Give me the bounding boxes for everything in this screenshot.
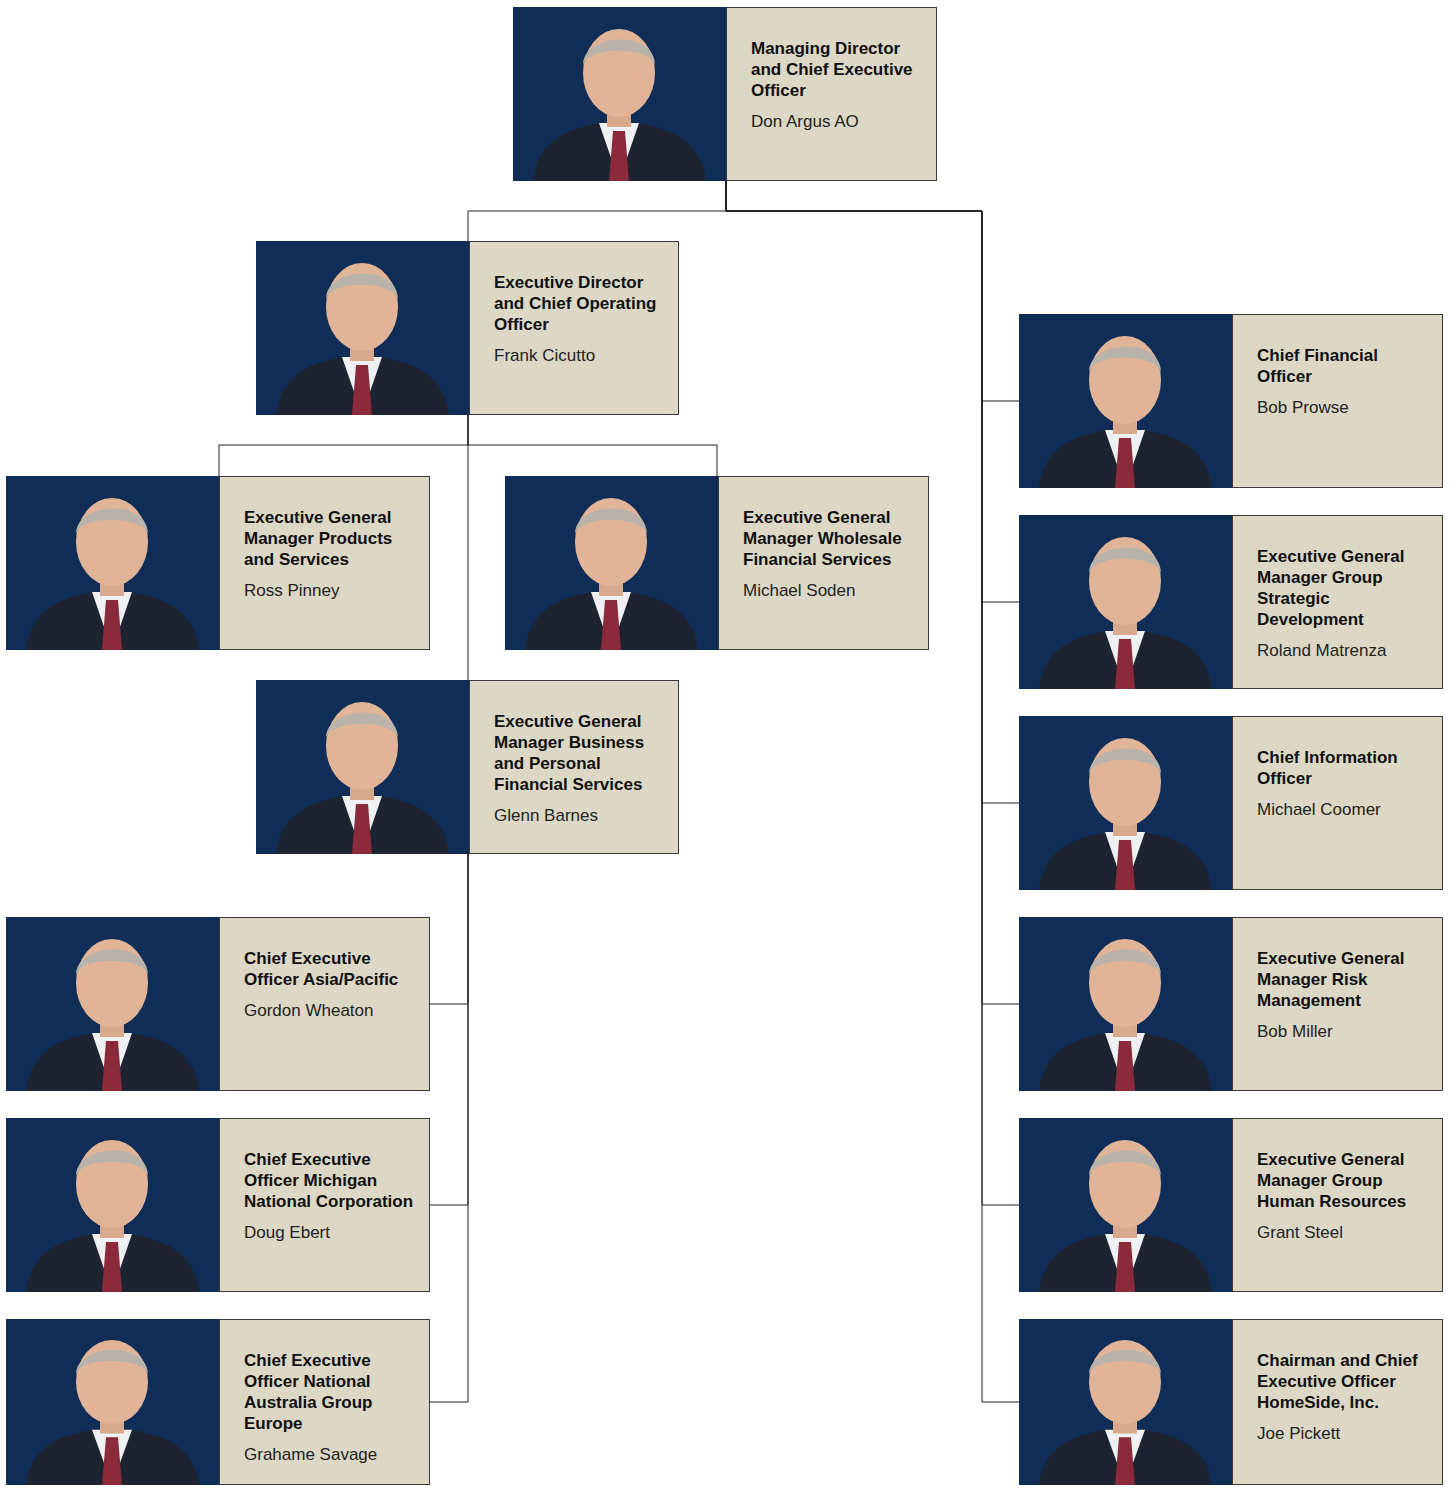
- text-panel: Chief Financial OfficerBob Prowse: [1232, 314, 1443, 488]
- reporting-line: [430, 854, 468, 1004]
- person-name: Michael Soden: [743, 580, 920, 601]
- person-name: Joe Pickett: [1257, 1423, 1434, 1444]
- org-box: Executive General Manager Group Strategi…: [1019, 515, 1443, 689]
- job-title: Managing Director and Chief Executive Of…: [751, 38, 928, 101]
- reporting-line: [219, 415, 468, 476]
- portrait-photo: [256, 680, 469, 854]
- text-panel: Chief Information OfficerMichael Coomer: [1232, 716, 1443, 890]
- photo-panel: [513, 7, 726, 181]
- reporting-line: [726, 181, 1019, 401]
- person-name: Glenn Barnes: [494, 805, 670, 826]
- reporting-line: [468, 181, 726, 241]
- job-title: Executive General Manager Group Strategi…: [1257, 546, 1434, 630]
- text-panel: Executive General Manager Business and P…: [469, 680, 679, 854]
- person-name: Ross Pinney: [244, 580, 421, 601]
- photo-panel: [505, 476, 718, 650]
- person-name: Bob Miller: [1257, 1021, 1434, 1042]
- person-name: Don Argus AO: [751, 111, 928, 132]
- photo-panel: [6, 917, 219, 1091]
- photo-panel: [1019, 314, 1232, 488]
- text-panel: Chief Executive Officer National Austral…: [219, 1319, 430, 1485]
- job-title: Chief Financial Officer: [1257, 345, 1434, 387]
- reporting-line: [430, 854, 468, 1205]
- photo-panel: [1019, 917, 1232, 1091]
- org-box: Chief Executive Officer National Austral…: [6, 1319, 430, 1485]
- text-panel: Executive General Manager Group Strategi…: [1232, 515, 1443, 689]
- photo-panel: [1019, 716, 1232, 890]
- portrait-photo: [6, 1118, 219, 1292]
- org-box: Executive Director and Chief Operating O…: [256, 241, 679, 415]
- photo-panel: [256, 241, 469, 415]
- org-box: Executive General Manager Group Human Re…: [1019, 1118, 1443, 1292]
- job-title: Executive General Manager Products and S…: [244, 507, 421, 570]
- photo-panel: [1019, 1319, 1232, 1485]
- portrait-photo: [6, 1319, 219, 1485]
- org-box: Managing Director and Chief Executive Of…: [513, 7, 937, 181]
- photo-panel: [1019, 515, 1232, 689]
- job-title: Chief Information Officer: [1257, 747, 1434, 789]
- job-title: Executive General Manager Wholesale Fina…: [743, 507, 920, 570]
- person-name: Michael Coomer: [1257, 799, 1434, 820]
- reporting-line: [468, 415, 469, 680]
- text-panel: Executive General Manager Products and S…: [219, 476, 430, 650]
- text-panel: Managing Director and Chief Executive Of…: [726, 7, 937, 181]
- person-name: Gordon Wheaton: [244, 1000, 421, 1021]
- org-box: Executive General Manager Products and S…: [6, 476, 430, 650]
- reporting-line: [726, 181, 1019, 1205]
- person-name: Frank Cicutto: [494, 345, 670, 366]
- reporting-line: [726, 181, 1019, 1402]
- portrait-photo: [513, 7, 726, 181]
- reporting-line: [726, 181, 1019, 602]
- text-panel: Executive Director and Chief Operating O…: [469, 241, 679, 415]
- org-box: Chief Executive Officer Michigan Nationa…: [6, 1118, 430, 1292]
- org-box: Executive General Manager Risk Managemen…: [1019, 917, 1443, 1091]
- portrait-photo: [6, 476, 219, 650]
- text-panel: Chief Executive Officer Michigan Nationa…: [219, 1118, 430, 1292]
- job-title: Chairman and Chief Executive Officer Hom…: [1257, 1350, 1434, 1413]
- text-panel: Executive General Manager Risk Managemen…: [1232, 917, 1443, 1091]
- org-box: Executive General Manager Wholesale Fina…: [505, 476, 929, 650]
- reporting-line: [430, 854, 468, 1402]
- person-name: Doug Ebert: [244, 1222, 421, 1243]
- portrait-photo: [1019, 1118, 1232, 1292]
- text-panel: Chairman and Chief Executive Officer Hom…: [1232, 1319, 1443, 1485]
- photo-panel: [6, 1118, 219, 1292]
- org-box: Chief Executive Officer Asia/PacificGord…: [6, 917, 430, 1091]
- job-title: Executive General Manager Risk Managemen…: [1257, 948, 1434, 1011]
- portrait-photo: [1019, 1319, 1232, 1485]
- photo-panel: [6, 476, 219, 650]
- portrait-photo: [1019, 917, 1232, 1091]
- person-name: Bob Prowse: [1257, 397, 1434, 418]
- job-title: Executive Director and Chief Operating O…: [494, 272, 670, 335]
- job-title: Chief Executive Officer Asia/Pacific: [244, 948, 421, 990]
- person-name: Grahame Savage: [244, 1444, 421, 1465]
- org-box: Chief Financial OfficerBob Prowse: [1019, 314, 1443, 488]
- org-box: Executive General Manager Business and P…: [256, 680, 679, 854]
- text-panel: Executive General Manager Wholesale Fina…: [718, 476, 929, 650]
- photo-panel: [6, 1319, 219, 1485]
- portrait-photo: [256, 241, 469, 415]
- job-title: Chief Executive Officer National Austral…: [244, 1350, 421, 1434]
- text-panel: Chief Executive Officer Asia/PacificGord…: [219, 917, 430, 1091]
- job-title: Executive General Manager Business and P…: [494, 711, 670, 795]
- portrait-photo: [1019, 716, 1232, 890]
- org-box: Chief Information OfficerMichael Coomer: [1019, 716, 1443, 890]
- person-name: Grant Steel: [1257, 1222, 1434, 1243]
- portrait-photo: [1019, 314, 1232, 488]
- job-title: Executive General Manager Group Human Re…: [1257, 1149, 1434, 1212]
- photo-panel: [256, 680, 469, 854]
- reporting-line: [468, 415, 717, 476]
- org-box: Chairman and Chief Executive Officer Hom…: [1019, 1319, 1443, 1485]
- portrait-photo: [6, 917, 219, 1091]
- person-name: Roland Matrenza: [1257, 640, 1434, 661]
- photo-panel: [1019, 1118, 1232, 1292]
- job-title: Chief Executive Officer Michigan Nationa…: [244, 1149, 421, 1212]
- text-panel: Executive General Manager Group Human Re…: [1232, 1118, 1443, 1292]
- portrait-photo: [505, 476, 718, 650]
- portrait-photo: [1019, 515, 1232, 689]
